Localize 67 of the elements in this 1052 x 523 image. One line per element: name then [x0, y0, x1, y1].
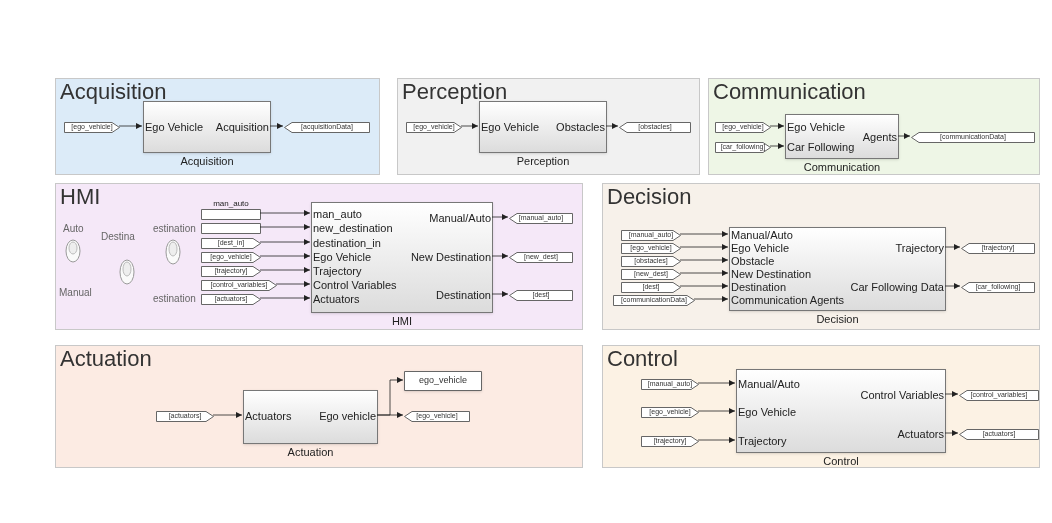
port-label: Obstacle: [729, 254, 775, 268]
source-block: [201, 222, 261, 234]
block-name: Decision: [815, 313, 860, 325]
port-label: Control Variables: [311, 278, 397, 292]
port-label: Control Variables: [860, 388, 946, 402]
port-label: Actuators: [311, 292, 360, 306]
subsystem-area: [397, 78, 700, 175]
port-label: Destination: [729, 280, 787, 294]
port-label: Ego vehicle: [319, 409, 378, 423]
subsystem-block: [311, 202, 493, 313]
switch-label: estination: [153, 293, 196, 305]
port-label: Obstacles: [556, 120, 607, 134]
subsystem-area: [55, 78, 380, 175]
port-label: Manual/Auto: [729, 228, 793, 242]
port-label: Ego Vehicle: [143, 120, 204, 134]
switch-label: estination: [153, 223, 196, 235]
port-label: Communication Agents: [729, 293, 845, 307]
switch-label: Destina: [101, 231, 135, 243]
port-label: Ego Vehicle: [736, 405, 797, 419]
subsystem-area: [55, 183, 583, 330]
block-name: HMI: [390, 315, 414, 327]
subsystem-block: [729, 227, 946, 311]
port-label: Destination: [435, 288, 493, 302]
block-name: Actuation: [286, 446, 335, 458]
area-title: HMI: [60, 184, 101, 210]
port-label: Trajectory: [736, 434, 787, 448]
switch-label: Auto: [63, 223, 84, 235]
port-label: New Destination: [729, 267, 812, 281]
port-label: Actuators: [243, 409, 292, 423]
subsystem-block: [243, 390, 378, 444]
area-title: Acquisition: [60, 79, 167, 105]
port-label: Acquisition: [215, 120, 271, 134]
port-label: Trajectory: [311, 264, 362, 278]
port-label: Trajectory: [895, 241, 946, 255]
area-title: Actuation: [60, 346, 152, 372]
port-label: destination_in: [311, 236, 381, 250]
port-label: Manual/Auto: [429, 211, 493, 225]
port-label: Actuators: [897, 427, 946, 441]
port-label: Ego Vehicle: [785, 120, 846, 134]
area-title: Control: [607, 346, 678, 372]
subsystem-area: [55, 345, 583, 468]
subsystem-block: [785, 114, 899, 159]
area-title: Decision: [607, 184, 692, 210]
port-label: new_destination: [311, 221, 393, 235]
signal-name: man_auto: [212, 197, 250, 210]
subsystem-block: [736, 369, 946, 453]
output-block: ego_vehicle: [404, 371, 482, 391]
block-name: Communication: [802, 161, 882, 173]
port-label: Manual/Auto: [736, 377, 800, 391]
subsystem-area: [708, 78, 1040, 175]
area-title: Communication: [713, 79, 866, 105]
block-name: Acquisition: [179, 155, 235, 167]
source-block: [201, 208, 261, 220]
port-label: Car Following Data: [850, 280, 946, 294]
port-label: Agents: [862, 130, 899, 144]
port-label: Ego Vehicle: [479, 120, 540, 134]
block-name: Control: [822, 455, 860, 467]
subsystem-area: [602, 345, 1040, 468]
block-name: Perception: [515, 155, 571, 167]
port-label: Car Following: [785, 140, 855, 154]
port-label: Ego Vehicle: [729, 241, 790, 255]
area-title: Perception: [402, 79, 508, 105]
subsystem-area: [602, 183, 1040, 330]
port-label: Ego Vehicle: [311, 250, 372, 264]
port-label: man_auto: [311, 207, 362, 221]
switch-label: Manual: [59, 287, 92, 299]
port-label: New Destination: [410, 250, 493, 264]
